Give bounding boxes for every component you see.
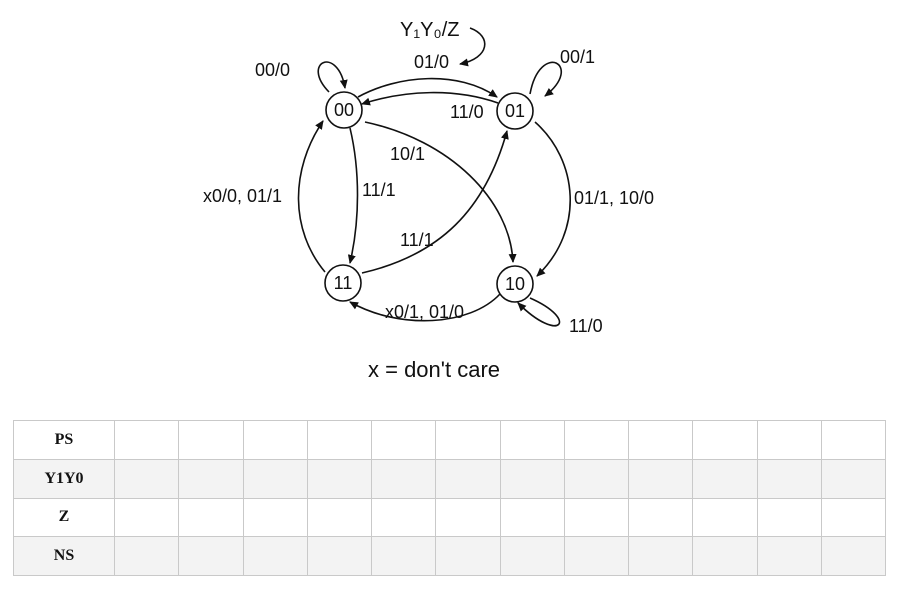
table-cell[interactable]	[435, 458, 501, 499]
table-cell[interactable]	[242, 420, 308, 460]
table-row: Y1Y0	[13, 458, 887, 499]
legend-label: Y₁Y₀/Z	[400, 19, 460, 41]
table-cell[interactable]	[306, 420, 373, 460]
edge-label-10-11: x0/1, 01/0	[385, 302, 464, 322]
table-cell[interactable]	[627, 536, 694, 576]
table-cell[interactable]	[178, 420, 244, 460]
table-cell[interactable]	[370, 497, 437, 538]
table-cell[interactable]	[435, 420, 501, 460]
table-cell[interactable]	[499, 497, 565, 538]
state-01-label: 01	[505, 101, 525, 121]
table-cell[interactable]	[563, 458, 630, 499]
edge-label-01-01: 00/1	[560, 47, 595, 67]
table-cell[interactable]	[692, 458, 758, 499]
edge-01-10	[534, 121, 571, 277]
table-cell[interactable]	[370, 420, 437, 460]
table-cell[interactable]	[756, 458, 822, 499]
table-cell[interactable]	[563, 497, 630, 538]
edge-11-01	[361, 130, 509, 274]
edge-label-01-10: 01/1, 10/0	[574, 188, 654, 208]
table-row: Z	[13, 497, 887, 538]
table-cell[interactable]	[113, 536, 180, 576]
edge-10-11	[349, 293, 501, 322]
table-cell[interactable]	[435, 497, 501, 538]
table-cell[interactable]	[499, 420, 565, 460]
table-cell[interactable]	[242, 497, 308, 538]
table-cell[interactable]	[756, 497, 822, 538]
edge-label-00-11: 11/1	[362, 180, 396, 200]
table-cell[interactable]	[692, 420, 758, 460]
state-01: 01	[496, 92, 534, 130]
edge-01-00	[361, 91, 499, 106]
table-cell[interactable]	[306, 458, 373, 499]
table-row: PS	[13, 420, 887, 460]
edge-00-10	[364, 121, 517, 263]
table-cell[interactable]	[306, 497, 373, 538]
table-cell[interactable]	[499, 458, 565, 499]
table-cell[interactable]	[370, 458, 437, 499]
row-header: Z	[13, 497, 115, 538]
edge-label-00-10: 10/1	[390, 144, 425, 164]
table-cell[interactable]	[178, 536, 244, 576]
edge-11-00	[297, 120, 326, 273]
table-cell[interactable]	[820, 458, 887, 499]
table-cell[interactable]	[692, 536, 758, 576]
table-cell[interactable]	[178, 458, 244, 499]
table-cell[interactable]	[627, 497, 694, 538]
state-11-label: 11	[334, 273, 353, 293]
table-cell[interactable]	[820, 497, 887, 538]
table-row: NS	[13, 536, 887, 576]
table-cell[interactable]	[242, 458, 308, 499]
row-header: Y1Y0	[13, 458, 115, 499]
table-cell[interactable]	[692, 497, 758, 538]
table-cell[interactable]	[820, 536, 887, 576]
edge-label-01-00: 11/0	[450, 102, 484, 122]
edge-00-00	[317, 61, 348, 93]
table-cell[interactable]	[820, 420, 887, 460]
edge-01-01	[529, 61, 563, 97]
table-cell[interactable]	[756, 536, 822, 576]
edge-00-11	[347, 127, 359, 264]
state-10-label: 10	[505, 274, 525, 294]
table-cell[interactable]	[306, 536, 373, 576]
table-cell[interactable]	[627, 458, 694, 499]
table-cell[interactable]	[178, 497, 244, 538]
state-00: 00	[325, 91, 363, 129]
row-header: NS	[13, 536, 115, 576]
table-cell[interactable]	[113, 497, 180, 538]
table-cell[interactable]	[113, 458, 180, 499]
edge-label-11-00: x0/0, 01/1	[203, 186, 282, 206]
state-10: 10	[496, 265, 534, 303]
edge-00-01	[357, 77, 498, 98]
edge-label-11-01: 11/1	[400, 230, 434, 250]
table-cell[interactable]	[370, 536, 437, 576]
edge-label-00-01: 01/0	[414, 52, 449, 72]
edge-label-00-00: 00/0	[255, 60, 290, 80]
table-cell[interactable]	[563, 420, 630, 460]
legend-arrow	[459, 27, 486, 67]
state-11: 11	[324, 264, 362, 302]
table-cell[interactable]	[435, 536, 501, 576]
edge-10-10	[517, 297, 561, 327]
state-diagram: Y₁Y₀/Z 00/0 01/0 11/0 00/1 10/1 11/1 x0/…	[203, 19, 654, 382]
table-cell[interactable]	[627, 420, 694, 460]
table-cell[interactable]	[756, 420, 822, 460]
table-cell[interactable]	[113, 420, 180, 460]
row-header: PS	[13, 420, 115, 460]
state-00-label: 00	[334, 100, 354, 120]
edge-label-10-10: 11/0	[569, 316, 603, 336]
table-cell[interactable]	[563, 536, 630, 576]
table-cell[interactable]	[242, 536, 308, 576]
dont-care-note: x = don't care	[368, 357, 500, 382]
table-cell[interactable]	[499, 536, 565, 576]
